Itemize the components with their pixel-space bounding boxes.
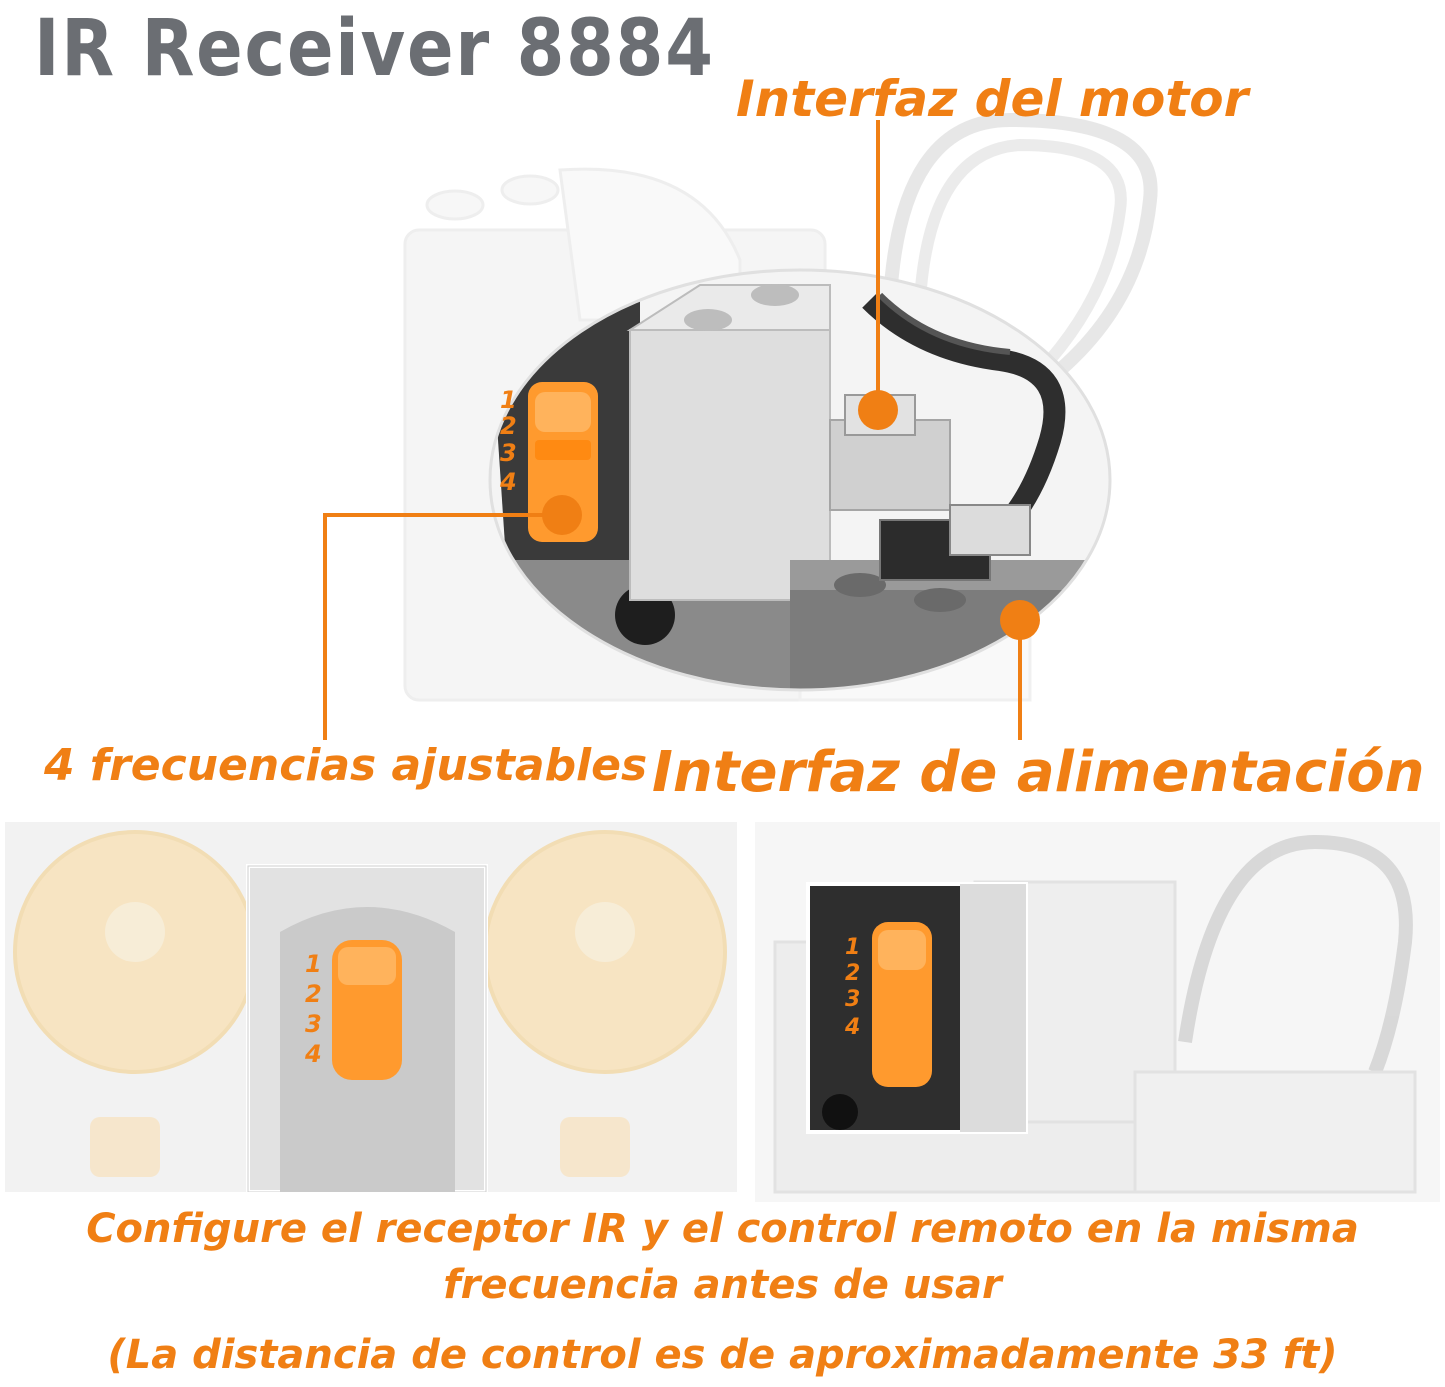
power-interface-label: Interfaz de alimentación	[652, 740, 1425, 805]
channel-number: 4	[844, 1015, 860, 1040]
frequencies-label: 4 frecuencias ajustables	[44, 740, 648, 791]
channel-number: 4	[499, 468, 517, 496]
remote-dial-right	[483, 830, 727, 1074]
page-title: IR Receiver 8884	[34, 4, 715, 94]
channel-number: 2	[500, 412, 517, 440]
footer-line-2: frecuencia antes de usar	[443, 1262, 1002, 1308]
channel-number: 4	[304, 1040, 322, 1068]
receiver-illustration: 1 2 3 4	[323, 112, 1158, 740]
channel-number: 2	[305, 980, 322, 1008]
channel-number: 1	[305, 950, 322, 978]
frequency-marker-dot	[542, 495, 582, 535]
channel-numbers-receiver: 1 2 3 4	[844, 935, 860, 1040]
footer-line-1: Configure el receptor IR y el control re…	[86, 1206, 1359, 1252]
channel-number: 3	[500, 439, 517, 467]
remote-control-photo: 1 2 3 4	[5, 822, 737, 1192]
callout-leaders	[323, 120, 1040, 740]
channel-numbers-remote: 1 2 3 4	[304, 950, 322, 1068]
channel-number: 3	[305, 1010, 322, 1038]
channel-number: 1	[845, 935, 860, 960]
receiver-side-photo: 1 2 3 4	[755, 822, 1440, 1202]
channel-number: 3	[845, 987, 860, 1012]
motor-marker-dot	[858, 390, 898, 430]
power-marker-dot	[1000, 600, 1040, 640]
channel-number: 1	[500, 386, 517, 414]
motor-interface-label: Interfaz del motor	[736, 70, 1249, 128]
channel-number: 2	[845, 961, 860, 986]
channel-numbers-main: 1 2 3 4	[499, 386, 517, 496]
footer-line-3: (La distancia de control es de aproximad…	[107, 1332, 1338, 1378]
remote-dial-left	[13, 830, 257, 1074]
